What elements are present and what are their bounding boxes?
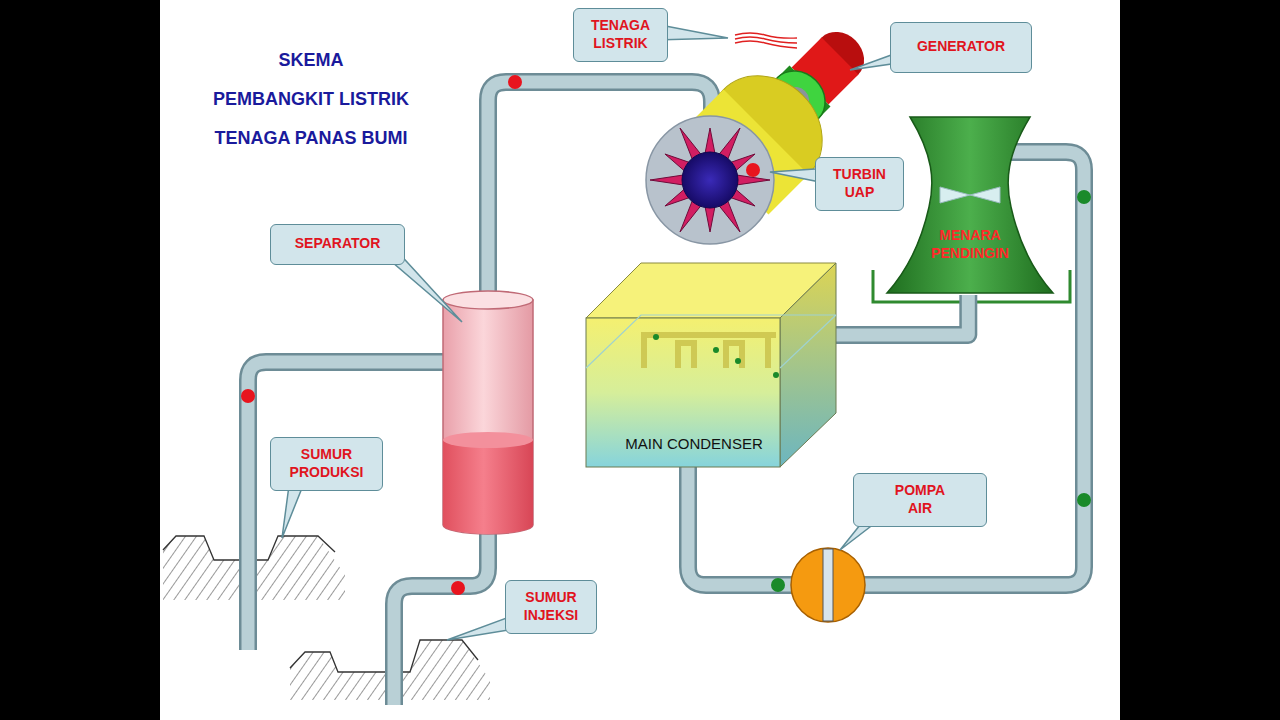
tower-fan bbox=[940, 187, 1000, 203]
callout-label: TURBIN UAP bbox=[824, 166, 896, 201]
water-drop bbox=[735, 358, 741, 364]
turbine-blade bbox=[650, 175, 685, 185]
callout-label: SUMUR INJEKSI bbox=[513, 589, 589, 624]
callout-box: GENERATOR bbox=[890, 22, 1032, 73]
callout-box: TURBIN UAP bbox=[815, 157, 904, 211]
turbine-blade bbox=[705, 205, 715, 232]
diagram-title: SKEMA PEMBANGKIT LISTRIK TENAGA PANAS BU… bbox=[191, 41, 431, 158]
callout-label: POMPA AIR bbox=[885, 482, 955, 517]
pipe-wall bbox=[836, 295, 968, 335]
turbine-blades bbox=[650, 128, 770, 232]
steam-turbine bbox=[646, 53, 845, 244]
callout-box: SUMUR PRODUKSI bbox=[270, 437, 383, 491]
cooling-tower: MENARA PENDINGIN bbox=[885, 115, 1055, 295]
callout-label: SUMUR PRODUKSI bbox=[281, 446, 373, 481]
callout-label: TENAGA LISTRIK bbox=[583, 17, 659, 52]
turbine-blade bbox=[705, 128, 715, 155]
tower-label: MENARA PENDINGIN bbox=[925, 227, 1015, 262]
ground-hatching bbox=[163, 536, 490, 700]
title-spacer bbox=[401, 41, 431, 80]
pipe-core bbox=[836, 295, 968, 335]
separator-vessel bbox=[443, 291, 533, 534]
main-condenser: MAIN CONDENSER bbox=[586, 263, 836, 468]
pipes bbox=[248, 82, 1084, 705]
callout-box: SEPARATOR bbox=[270, 224, 405, 265]
condenser-side bbox=[780, 263, 836, 467]
callout-label: SEPARATOR bbox=[295, 235, 381, 253]
pipe-connector bbox=[836, 295, 968, 335]
title-text: SKEMA PEMBANGKIT LISTRIK TENAGA PANAS BU… bbox=[213, 50, 409, 148]
white-panel bbox=[160, 0, 1120, 720]
callout-box: POMPA AIR bbox=[853, 473, 987, 527]
callout-box: TENAGA LISTRIK bbox=[573, 8, 668, 62]
callout-label: GENERATOR bbox=[917, 38, 1005, 56]
water-pump bbox=[791, 548, 865, 622]
electricity-lines bbox=[735, 33, 797, 48]
title-spacer bbox=[191, 41, 221, 80]
callout-box: SUMUR INJEKSI bbox=[505, 580, 597, 634]
water-level bbox=[586, 315, 836, 368]
condenser-label: MAIN CONDENSER bbox=[608, 435, 780, 453]
condenser-tubes bbox=[644, 335, 776, 368]
water-drop bbox=[653, 334, 659, 340]
tower-outline bbox=[885, 115, 1055, 295]
tower-shell bbox=[887, 117, 1053, 293]
water-drop bbox=[773, 372, 779, 378]
callout-tails bbox=[282, 24, 905, 640]
water-drop bbox=[713, 347, 719, 353]
